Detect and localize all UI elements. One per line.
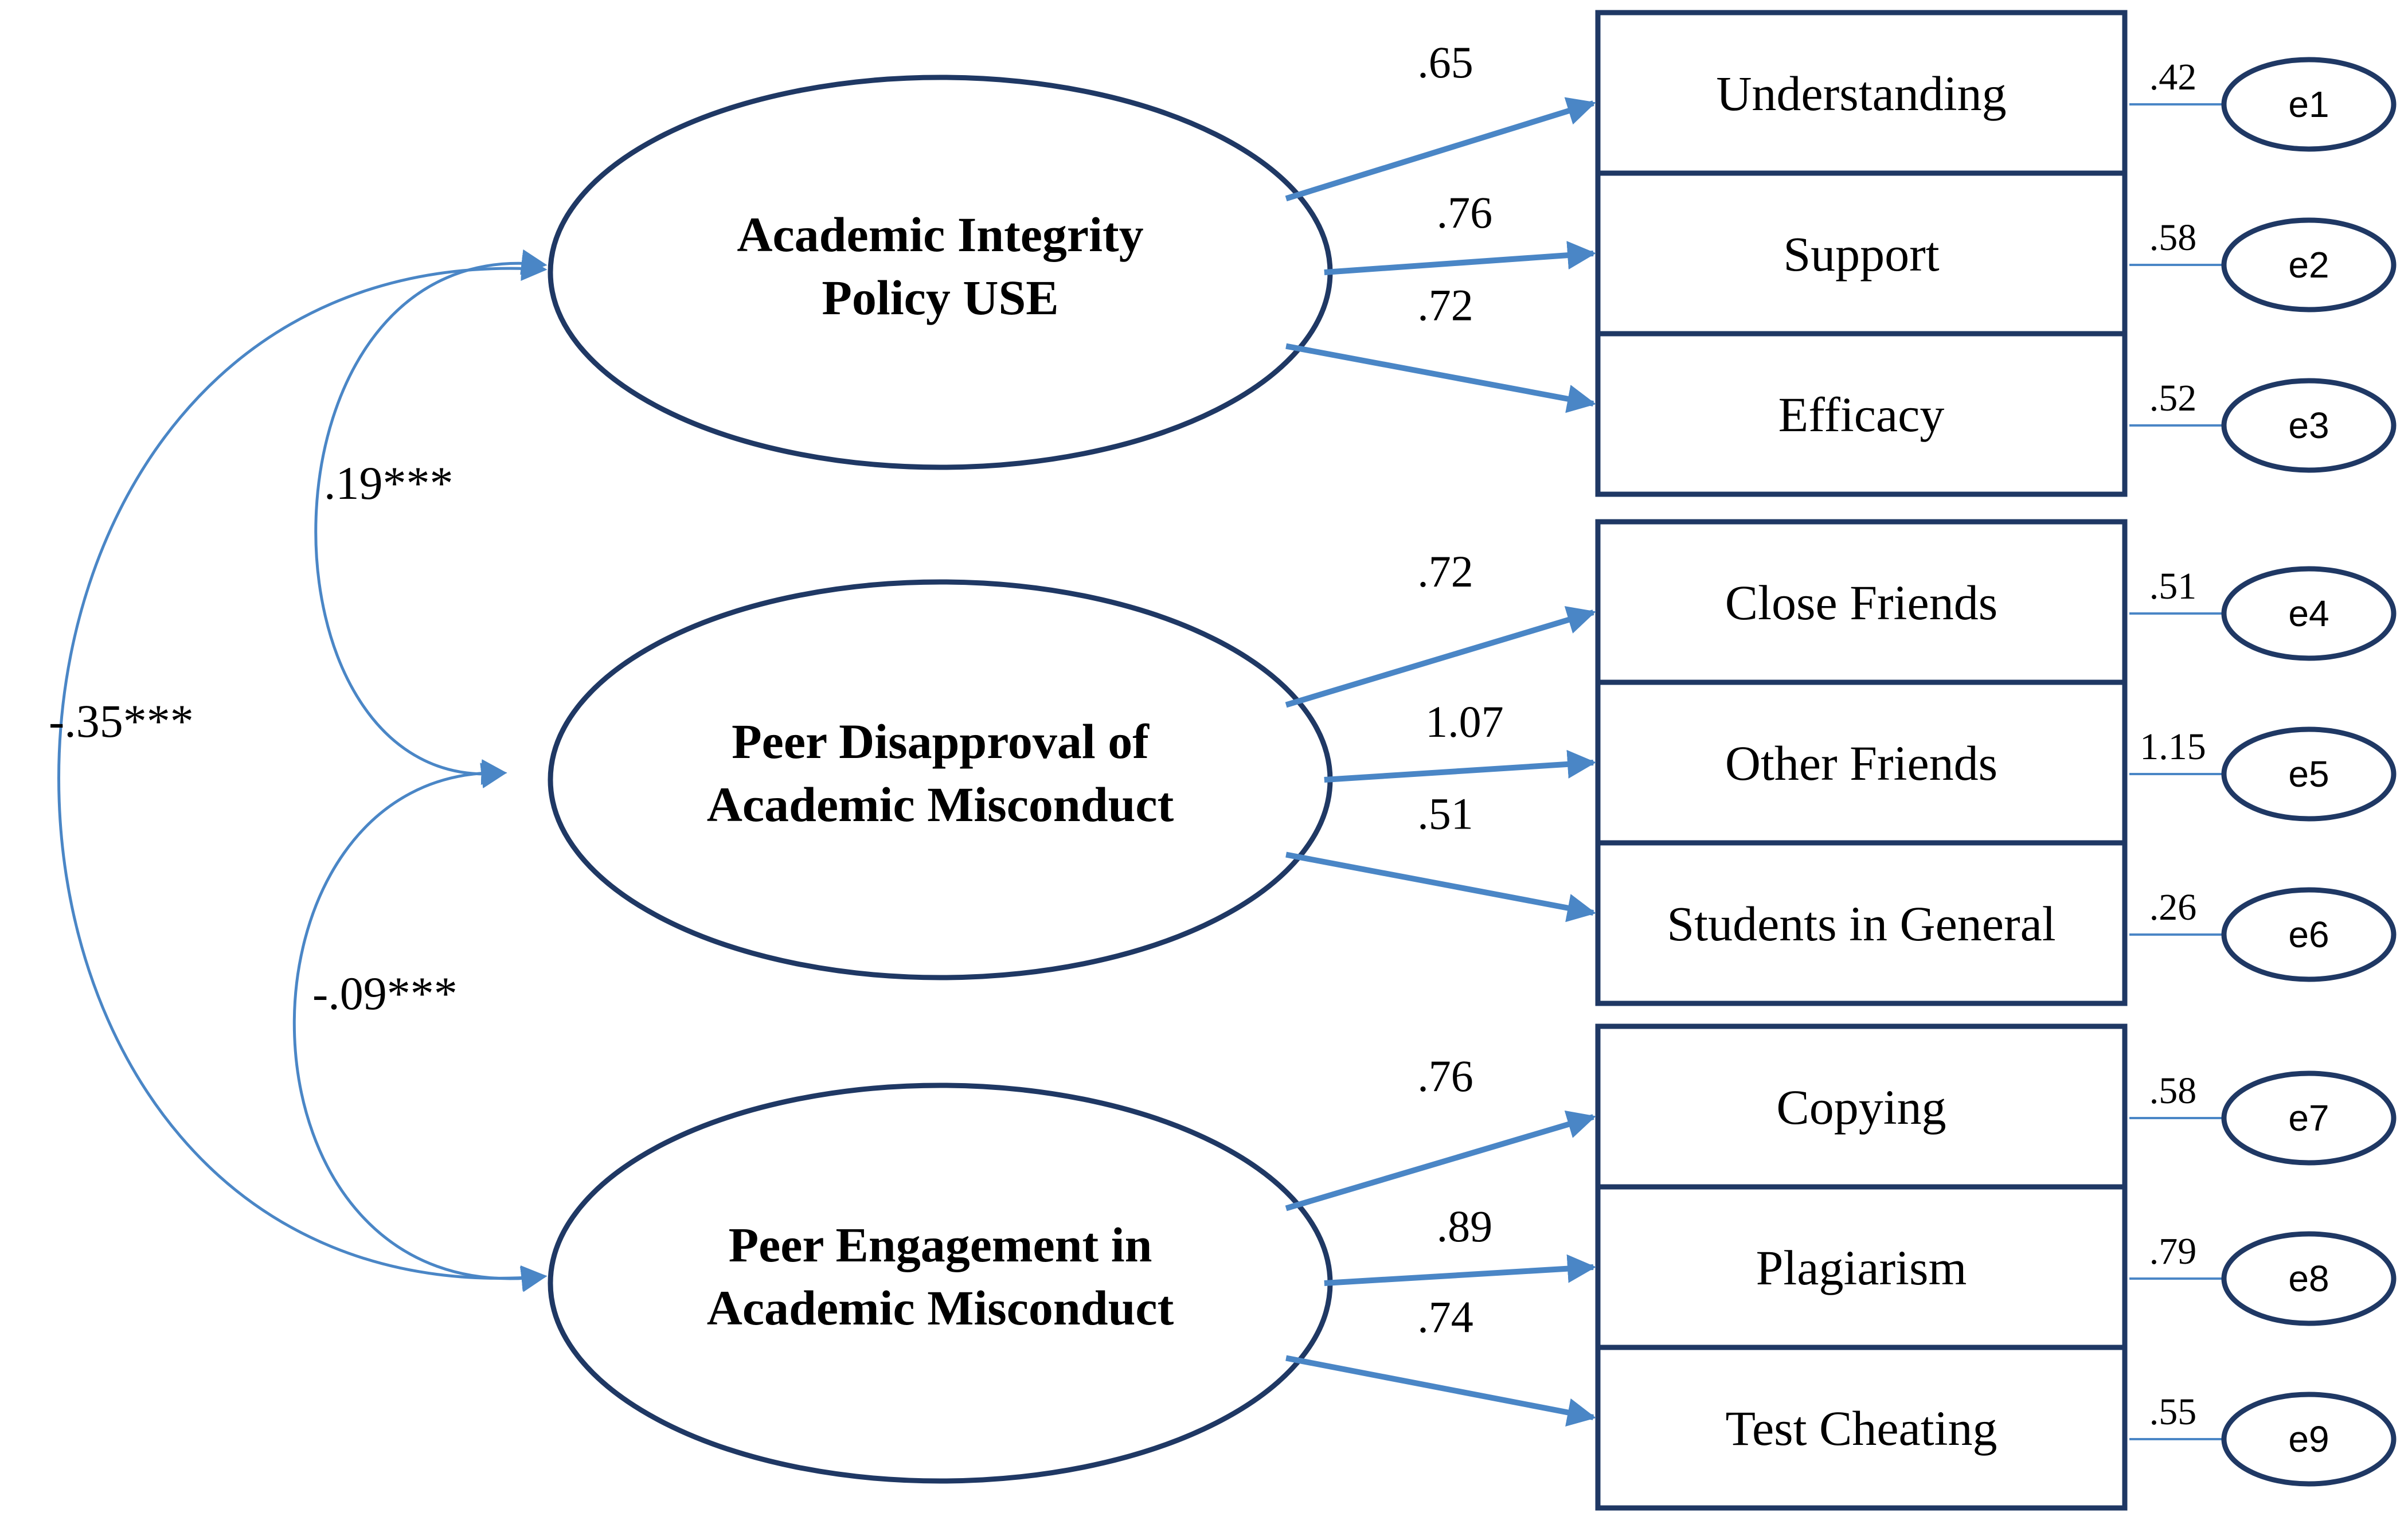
loading-value: .72 — [1417, 546, 1473, 596]
loading-arrow — [1285, 97, 1596, 202]
indicator-box — [1595, 840, 2128, 1006]
error-label: e1 — [2288, 84, 2329, 125]
error-label: e4 — [2288, 593, 2329, 634]
loading-value: 1.07 — [1425, 697, 1504, 747]
latent-ellipses — [548, 75, 1333, 1484]
loading-value: .74 — [1417, 1292, 1473, 1342]
error-variance-value: .52 — [2149, 377, 2197, 419]
latent-label-peer-engagement-line2: Academic Misconduct — [707, 1280, 1174, 1335]
loading-arrow — [1324, 1254, 1596, 1286]
loading-arrow — [1285, 1110, 1596, 1212]
error-label: e2 — [2288, 244, 2329, 286]
error-variance-value: .58 — [2149, 1070, 2197, 1112]
correlation-curve-1-3 — [57, 255, 548, 1291]
error-label: e9 — [2288, 1419, 2329, 1460]
correlation-label-1-3: -.35*** — [49, 695, 194, 747]
latent-label-peer-disapproval-line1: Peer Disapproval of — [732, 714, 1150, 769]
error-label: e8 — [2288, 1258, 2329, 1299]
loading-value: .72 — [1417, 280, 1473, 330]
loading-value: .76 — [1437, 187, 1493, 237]
indicator-label: Test Cheating — [1725, 1401, 1997, 1456]
indicator-box — [1595, 1345, 2128, 1511]
latent-label-policy-use-line2: Policy USE — [822, 270, 1058, 325]
error-ellipse — [2221, 378, 2397, 473]
error-variance-value: .58 — [2149, 217, 2197, 259]
indicator-box — [1595, 10, 2128, 176]
correlation-label-2-3: -.09*** — [312, 967, 458, 1019]
error-variance-value: .42 — [2149, 56, 2197, 98]
error-label: e7 — [2288, 1097, 2329, 1139]
error-variance-value: .51 — [2149, 565, 2197, 607]
indicator-label: Support — [1783, 226, 1939, 282]
loading-arrow — [1285, 343, 1596, 413]
correlation-curve-1-2 — [314, 249, 548, 788]
error-variance-value: .79 — [2149, 1230, 2197, 1272]
error-ellipse — [2221, 1231, 2397, 1326]
error-ellipse — [2221, 887, 2397, 982]
correlation-curves — [57, 249, 548, 1292]
error-ellipse — [2221, 1070, 2397, 1166]
error-ellipse — [2221, 1392, 2397, 1487]
loading-value: .65 — [1417, 37, 1473, 87]
loading-value: .51 — [1417, 789, 1473, 839]
error-ellipse — [2221, 726, 2397, 822]
loading-arrow — [1285, 1355, 1596, 1427]
error-variance-value: .55 — [2149, 1391, 2197, 1433]
loading-arrow — [1324, 241, 1596, 275]
indicator-label: Other Friends — [1725, 736, 1997, 791]
error-label: e5 — [2288, 753, 2329, 795]
indicator-label: Copying — [1776, 1080, 1946, 1135]
indicator-box — [1595, 679, 2128, 846]
indicator-box — [1595, 331, 2128, 497]
loading-value: .76 — [1417, 1051, 1473, 1101]
indicator-box — [1595, 519, 2128, 685]
correlation-curve-2-3 — [292, 759, 548, 1292]
error-label: e6 — [2288, 914, 2329, 955]
error-label: e3 — [2288, 405, 2329, 446]
latent-label-peer-engagement-line1: Peer Engagement in — [729, 1217, 1152, 1272]
indicator-label: Plagiarism — [1756, 1240, 1967, 1295]
error-ellipse — [2221, 566, 2397, 661]
loading-arrow — [1285, 606, 1596, 708]
loading-arrow — [1285, 851, 1596, 923]
error-ellipse — [2221, 57, 2397, 152]
error-variance-value: .26 — [2149, 886, 2197, 928]
indicator-label: Close Friends — [1725, 575, 1997, 630]
correlation-label-1-2: .19*** — [324, 457, 454, 509]
latent-label-peer-disapproval-line2: Academic Misconduct — [707, 777, 1174, 832]
latent-label-policy-use-line1: Academic Integrity — [737, 207, 1143, 262]
indicator-box — [1595, 170, 2128, 337]
loading-value: .89 — [1437, 1201, 1493, 1251]
error-variance-value: 1.15 — [2140, 726, 2206, 768]
indicator-label: Understanding — [1716, 66, 2006, 121]
error-ellipse — [2221, 217, 2397, 312]
loading-arrow — [1324, 749, 1596, 783]
indicator-label: Efficacy — [1778, 387, 1945, 442]
indicator-label: Students in General — [1667, 896, 2055, 951]
